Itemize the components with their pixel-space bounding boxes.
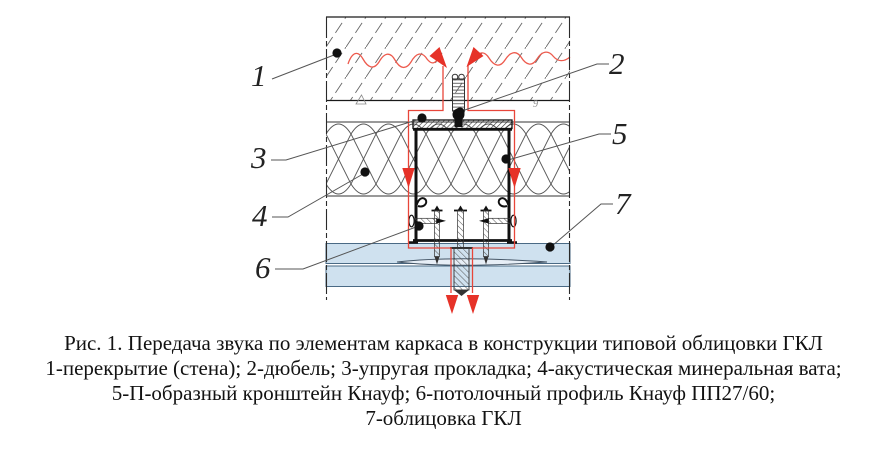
callout-7: 7	[615, 186, 632, 221]
callout-dots	[332, 48, 555, 252]
caption-legend-line-2: 5-П-образный кронштейн Кнауф; 6-потолочн…	[111, 381, 776, 405]
sound-path	[347, 47, 571, 314]
callout-3: 3	[250, 140, 267, 175]
sound-arrow	[445, 295, 459, 314]
section-border-lines	[325, 17, 571, 300]
caption-legend-line-1: 1-перекрытие (стена); 2-дюбель; 3-упруга…	[45, 356, 842, 380]
sound-arrow	[402, 168, 415, 188]
sound-arrow	[466, 47, 484, 67]
figure-caption: Рис. 1. Передача звука по элементам карк…	[0, 331, 887, 431]
callout-5: 5	[612, 116, 628, 151]
sound-arrow	[429, 47, 447, 68]
fastening-screws	[408, 205, 517, 296]
caption-title: Рис. 1. Передача звука по элементам карк…	[64, 331, 823, 355]
callout-6: 6	[255, 250, 271, 285]
callout-numbers: 1 2 3 4 5 6 7	[250, 46, 632, 285]
callout-leaders	[271, 54, 613, 270]
callout-1: 1	[251, 58, 267, 93]
mineral-wool-layer	[326, 121, 570, 197]
slab-texture-mark: 9	[533, 99, 538, 110]
sound-arrow	[466, 295, 480, 314]
sound-wave-left	[347, 52, 438, 69]
dowel-anchor	[451, 73, 465, 127]
sound-wave-right	[473, 51, 571, 66]
caption-legend-line-3: 7-облицовка ГКЛ	[365, 406, 522, 430]
callout-4: 4	[252, 198, 268, 233]
sound-arrow	[508, 168, 521, 188]
slab-ceiling: 9	[326, 16, 570, 110]
callout-2: 2	[609, 46, 625, 81]
aggregate-triangle-mark	[355, 94, 367, 105]
sound-transmission-diagram: 9	[250, 16, 632, 314]
